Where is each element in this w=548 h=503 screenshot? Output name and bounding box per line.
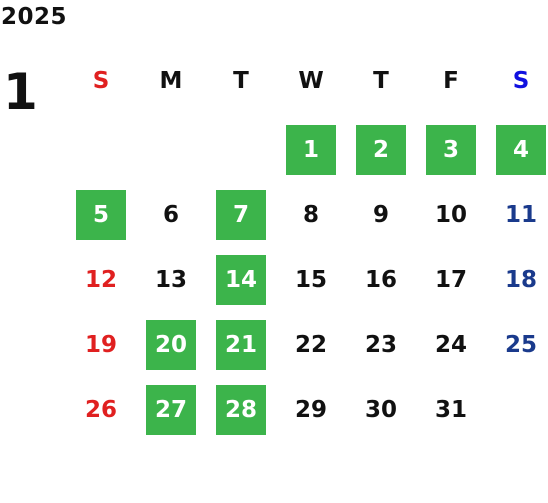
day-cell-29: 29 [294,397,327,423]
day-cell-4: 4 [496,125,546,175]
day-cell-19: 19 [84,332,117,358]
day-cell-6: 6 [162,202,179,228]
day-cell-26: 26 [84,397,117,423]
day-cell-20: 20 [146,320,196,370]
day-cell-12: 12 [84,267,117,293]
day-cell-27: 27 [146,385,196,435]
day-cell-31: 31 [434,397,467,423]
day-cell-8: 8 [302,202,319,228]
weekday-header-thu: T [373,68,389,94]
day-cell-23: 23 [364,332,397,358]
day-cell-28: 28 [216,385,266,435]
day-cell-22: 22 [294,332,327,358]
month-number: 1 [3,63,38,121]
day-cell-5: 5 [76,190,126,240]
weekday-header-wed: W [298,68,324,94]
day-cell-1: 1 [286,125,336,175]
day-cell-17: 17 [434,267,467,293]
day-cell-21: 21 [216,320,266,370]
day-cell-9: 9 [372,202,389,228]
day-cell-18: 18 [504,267,537,293]
day-cell-30: 30 [364,397,397,423]
weekday-header-tue: T [233,68,249,94]
day-cell-7: 7 [216,190,266,240]
day-cell-10: 10 [434,202,467,228]
day-cell-14: 14 [216,255,266,305]
day-cell-24: 24 [434,332,467,358]
weekday-header-mon: M [159,68,183,94]
weekday-header-fri: F [443,68,459,94]
day-cell-15: 15 [294,267,327,293]
day-cell-13: 13 [154,267,187,293]
day-cell-11: 11 [504,202,537,228]
day-cell-2: 2 [356,125,406,175]
year-label: 2025 [1,4,68,30]
day-cell-16: 16 [364,267,397,293]
weekday-header-sat: S [512,68,530,94]
day-cell-3: 3 [426,125,476,175]
weekday-header-sun: S [92,68,110,94]
day-cell-25: 25 [504,332,537,358]
